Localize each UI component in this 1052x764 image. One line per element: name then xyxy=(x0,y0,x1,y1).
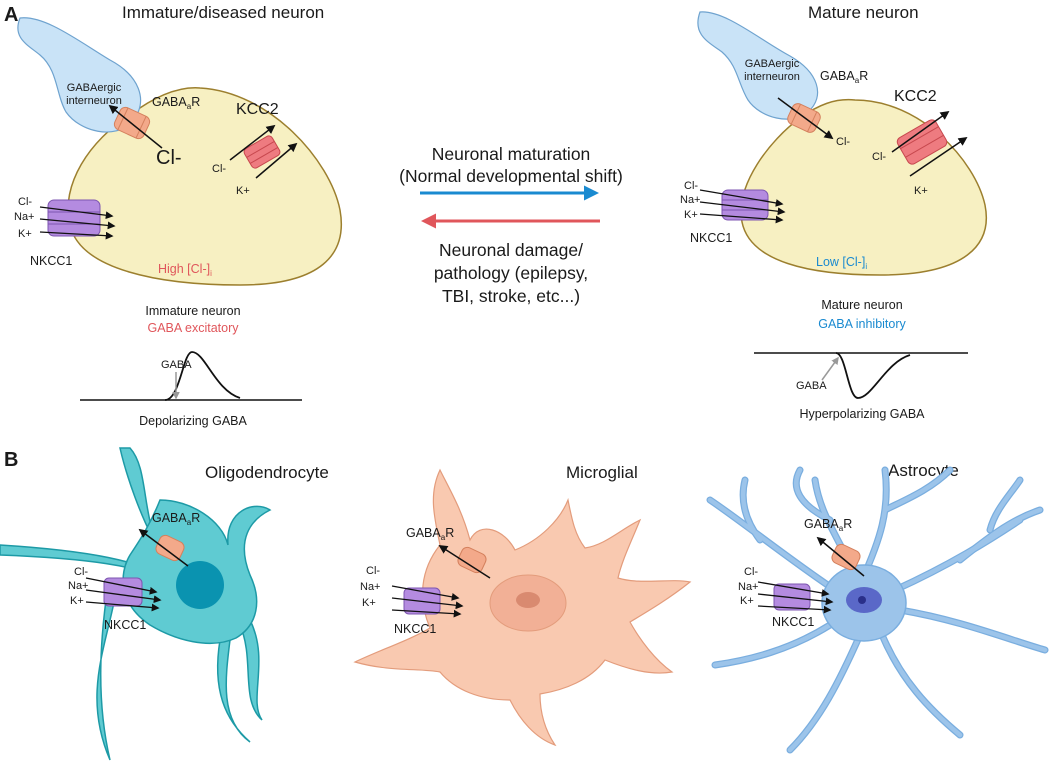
oligodendrocyte-gabaar-label: GABAaR xyxy=(152,511,200,527)
astrocyte-ion-na: Na+ xyxy=(738,581,759,593)
left-nkcc1-arrow-3 xyxy=(39,231,114,240)
right-kcc2-label: KCC2 xyxy=(894,88,937,105)
oligodendrocyte-nkcc1-arrow-2 xyxy=(85,589,162,604)
left-chloride-concentration: High [Cl-]i xyxy=(158,262,212,278)
astrocyte-nkcc1-arrow-1 xyxy=(757,581,830,597)
forward-label-2: (Normal developmental shift) xyxy=(399,166,623,186)
left-trace-label: Depolarizing GABA xyxy=(139,414,247,428)
astrocyte-nkcc1-label: NKCC1 xyxy=(772,615,814,629)
right-trace-gaba-label: GABA xyxy=(796,380,827,392)
right-trace-hyperpolarization xyxy=(835,352,911,399)
right-trace-label: Hyperpolarizing GABA xyxy=(799,407,925,421)
right-caption: Mature neuron xyxy=(821,298,902,312)
right-kcc2-cl-label: Cl- xyxy=(872,151,886,163)
right-nkcc1-arrow-3 xyxy=(699,213,784,224)
oligodendrocyte-nkcc1-label: NKCC1 xyxy=(104,618,146,632)
microglial-gabaar-receptor xyxy=(457,546,487,574)
right-interneuron-label-1: GABAergic xyxy=(745,58,800,70)
microglial-ion-k: K+ xyxy=(362,597,376,609)
right-kcc2-k-label: K+ xyxy=(914,185,928,197)
microglial-nkcc1-arrow-1 xyxy=(391,585,460,601)
left-nkcc1-arrow-1 xyxy=(39,206,114,220)
left-nkcc1-ion-cl: Cl- xyxy=(18,196,32,208)
left-kcc2-label: KCC2 xyxy=(236,101,279,118)
left-trace-gaba-label: GABA xyxy=(161,359,192,371)
left-nkcc1-ion-na: Na+ xyxy=(14,211,35,223)
right-gabaar-arrow xyxy=(777,97,834,140)
oligodendrocyte-ion-cl: Cl- xyxy=(74,566,88,578)
microglial-nkcc1-arrow-3 xyxy=(391,609,462,618)
astrocyte-processes-fill xyxy=(707,467,1048,753)
left-interneuron-label-1: GABAergic xyxy=(67,82,122,94)
right-nkcc1-ion-cl: Cl- xyxy=(684,180,698,192)
oligodendrocyte-title: Oligodendrocyte xyxy=(205,463,329,482)
oligodendrocyte-nucleus xyxy=(176,561,224,609)
oligodendrocyte-gabaar-receptor xyxy=(155,534,185,562)
right-trace-gaba-arrow xyxy=(821,356,839,381)
astrocyte-ion-cl: Cl- xyxy=(744,566,758,578)
oligodendrocyte-ion-k: K+ xyxy=(70,595,84,607)
right-nkcc1-arrow-1 xyxy=(699,189,784,207)
microglial-nkcc1-arrow-2 xyxy=(391,597,464,610)
forward-label-1: Neuronal maturation xyxy=(432,144,591,164)
left-cl-big-label: Cl- xyxy=(156,147,182,169)
right-gabaar-cl-label: Cl- xyxy=(836,136,850,148)
microglial-title: Microglial xyxy=(566,463,638,482)
microglial-nkcc1-label: NKCC1 xyxy=(394,622,436,636)
microglial-gabaar-label: GABAaR xyxy=(406,526,454,542)
reverse-label-3: TBI, stroke, etc...) xyxy=(442,286,580,306)
left-nkcc1-ion-k: K+ xyxy=(18,228,32,240)
astrocyte-nucleolus xyxy=(858,596,866,604)
left-caption: Immature neuron xyxy=(145,304,240,318)
oligodendrocyte-gabaar-arrow xyxy=(138,528,189,567)
left-kcc2-cl-label: Cl- xyxy=(212,163,226,175)
right-nkcc1-label: NKCC1 xyxy=(690,231,732,245)
oligodendrocyte-nkcc1-arrow-3 xyxy=(85,601,160,612)
right-nkcc1-ion-k: K+ xyxy=(684,209,698,221)
microglial-nucleolus xyxy=(516,592,540,608)
right-neuron-soma xyxy=(740,98,987,276)
reverse-label-2: pathology (epilepsy, xyxy=(434,263,588,283)
astrocyte-gabaar-label: GABAaR xyxy=(804,517,852,533)
oligodendrocyte-nkcc1-arrow-1 xyxy=(85,577,158,595)
right-gabaar-label: GABAaR xyxy=(820,69,868,85)
right-title: Mature neuron xyxy=(808,3,919,22)
left-gabaar-arrow xyxy=(108,104,163,149)
left-nkcc1-transporter xyxy=(47,199,101,237)
right-nkcc1-arrow-2 xyxy=(699,201,786,216)
left-effect: GABA excitatory xyxy=(147,321,239,335)
panel-b-letter: B xyxy=(4,449,18,471)
astrocyte-nkcc1-transporter xyxy=(773,583,811,611)
microglial-gabaar-arrow xyxy=(438,545,491,579)
left-interneuron xyxy=(17,17,142,133)
left-kcc2-k-label: K+ xyxy=(236,185,250,197)
panel-a-letter: A xyxy=(4,4,18,26)
right-effect: GABA inhibitory xyxy=(818,317,906,331)
oligodendrocyte-ion-na: Na+ xyxy=(68,580,89,592)
right-kcc2-transporter xyxy=(896,119,948,165)
astrocyte-nkcc1-arrow-2 xyxy=(757,593,834,606)
right-nkcc1-ion-na: Na+ xyxy=(680,194,701,206)
left-title: Immature/diseased neuron xyxy=(122,3,324,22)
reverse-label-1: Neuronal damage/ xyxy=(439,240,583,260)
left-interneuron-label-2: interneuron xyxy=(66,95,122,107)
left-gabaar-label: GABAaR xyxy=(152,95,200,111)
right-interneuron-label-2: interneuron xyxy=(744,71,800,83)
left-kcc2-cl-arrow xyxy=(229,124,276,161)
left-kcc2-transporter xyxy=(243,135,281,169)
microglial-ion-na: Na+ xyxy=(360,581,381,593)
astrocyte-nkcc1-arrow-3 xyxy=(757,605,832,614)
left-kcc2-k-arrow xyxy=(255,142,298,179)
astrocyte-gabaar-arrow xyxy=(816,536,865,577)
right-kcc2-k-arrow xyxy=(909,136,968,177)
microglial-ion-cl: Cl- xyxy=(366,565,380,577)
right-kcc2-cl-arrow xyxy=(891,110,950,153)
left-nkcc1-arrow-2 xyxy=(39,218,116,230)
right-chloride-concentration: Low [Cl-]i xyxy=(816,255,867,271)
astrocyte-ion-k: K+ xyxy=(740,595,754,607)
left-nkcc1-label: NKCC1 xyxy=(30,254,72,268)
